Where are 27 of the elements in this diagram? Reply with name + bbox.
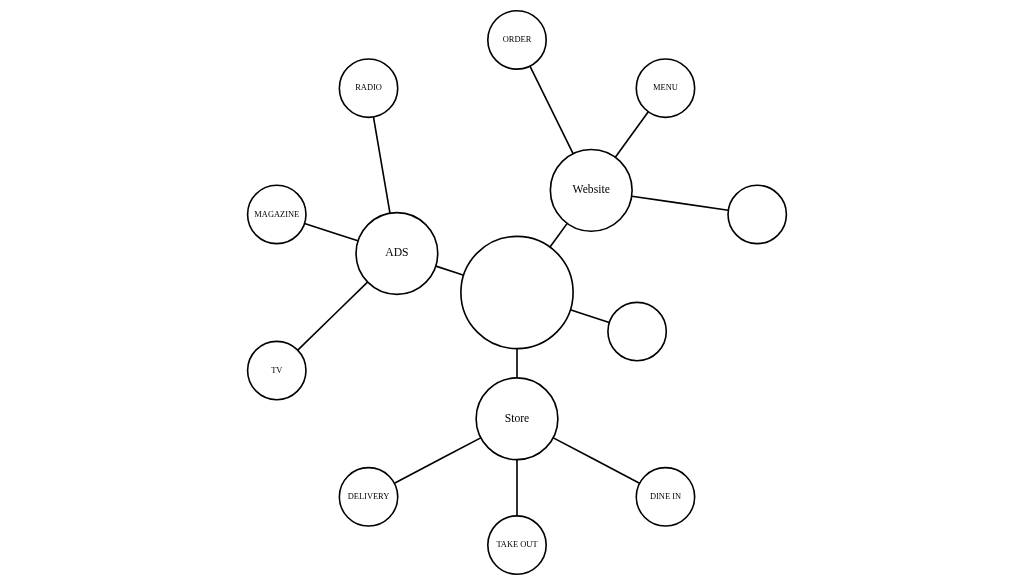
connector: [614, 111, 650, 158]
node-circle: MAGAZINE: [246, 184, 307, 245]
connector: [296, 281, 369, 351]
connector: [529, 65, 574, 155]
connector: [569, 309, 611, 324]
node-circle: ORDER: [487, 9, 547, 70]
node-circle: [460, 235, 574, 350]
node-circle: TV: [246, 340, 307, 401]
node-circle: TAKE OUT: [487, 515, 547, 576]
connector: [631, 195, 730, 212]
node-circle: Store: [475, 377, 559, 461]
connector: [549, 222, 568, 248]
connector: [552, 437, 641, 484]
connector: [303, 222, 359, 242]
node-circle: ADS: [355, 211, 439, 296]
connector: [435, 265, 465, 276]
connector: [372, 116, 391, 214]
node-circle: [607, 301, 668, 362]
connector: [393, 437, 482, 484]
node-circle: DINE IN: [635, 466, 696, 527]
node-circle: RADIO: [338, 58, 399, 119]
node-circle: [727, 184, 788, 245]
node-circle: Website: [549, 148, 633, 232]
node-circle: DELIVERY: [338, 466, 399, 527]
connector: [516, 459, 518, 517]
connector: [516, 347, 518, 379]
node-circle: MENU: [635, 58, 696, 119]
